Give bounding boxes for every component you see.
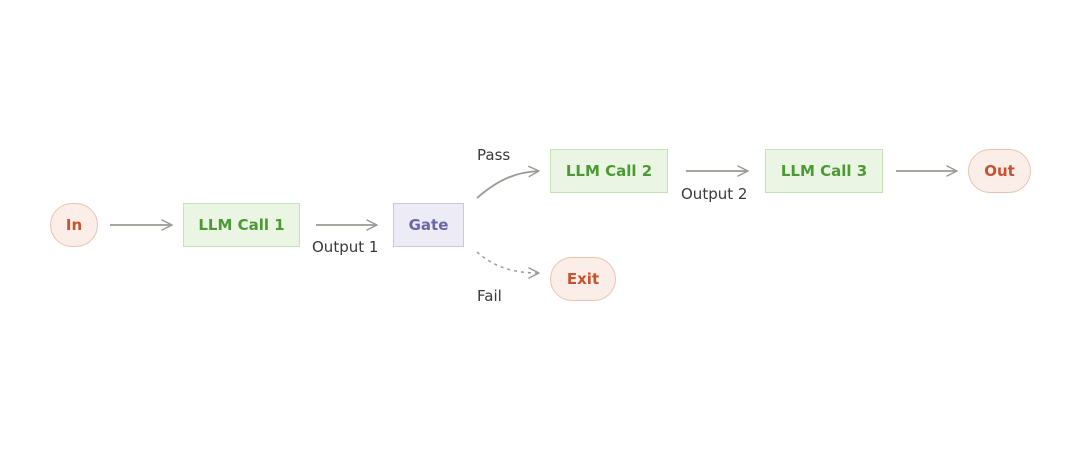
node-llm-call-3: LLM Call 3 [765, 149, 883, 193]
node-llm-call-1-label: LLM Call 1 [198, 216, 285, 234]
edge-label-fail: Fail [477, 287, 502, 305]
node-gate: Gate [393, 203, 464, 247]
edge-label-output-2: Output 2 [681, 185, 748, 203]
node-llm-call-2-label: LLM Call 2 [565, 162, 653, 180]
node-in: In [50, 203, 98, 247]
node-llm-call-1: LLM Call 1 [183, 203, 300, 247]
edge-label-output-1: Output 1 [312, 238, 379, 256]
node-gate-label: Gate [408, 216, 449, 234]
arrow-gate-to-exit [476, 251, 540, 279]
node-llm-call-2: LLM Call 2 [550, 149, 668, 193]
node-llm-call-3-label: LLM Call 3 [780, 162, 868, 180]
node-exit: Exit [550, 257, 616, 301]
edge-label-pass: Pass [477, 146, 511, 164]
arrow-gate-to-llm-call-2 [476, 165, 540, 199]
node-exit-label: Exit [566, 270, 600, 288]
node-in-label: In [65, 216, 83, 234]
node-out-label: Out [984, 162, 1015, 180]
node-out: Out [968, 149, 1031, 193]
